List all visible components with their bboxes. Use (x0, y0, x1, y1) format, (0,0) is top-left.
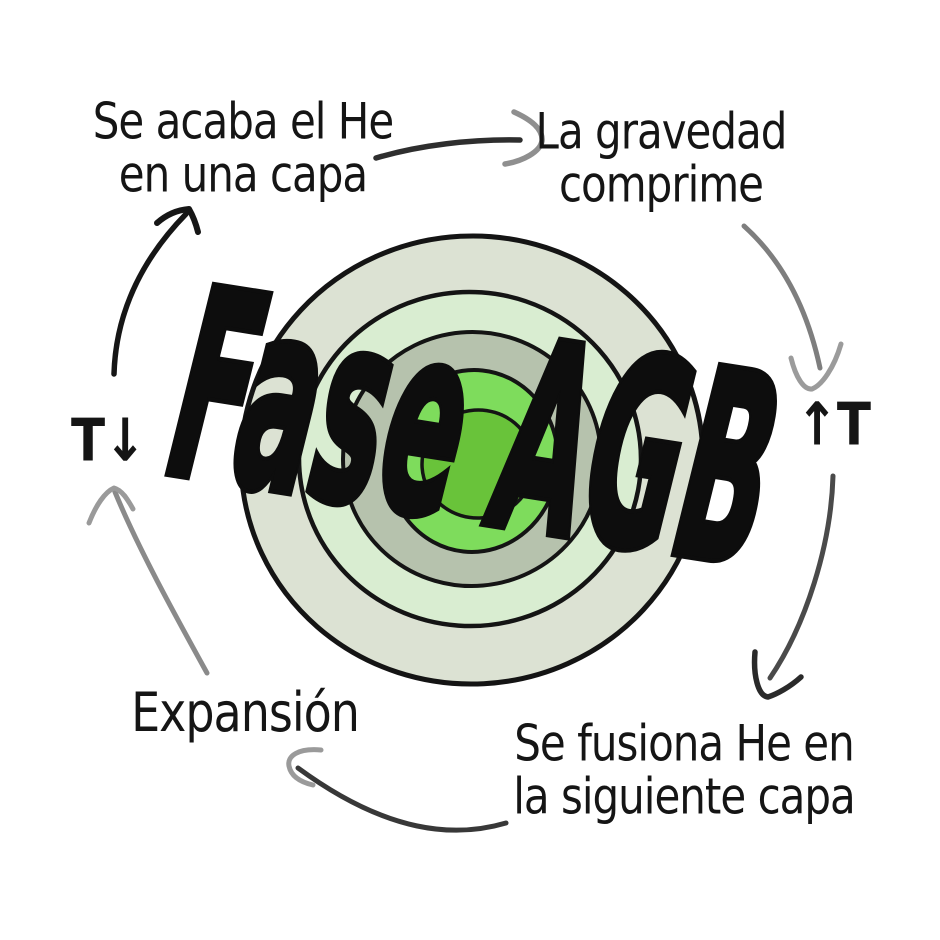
center-title-group: Fase AGB (152, 230, 799, 631)
label-temperature-up: ↑T (795, 390, 871, 459)
center-title: Fase AGB (155, 233, 795, 628)
arrow-left-lower-head-icon (86, 485, 136, 526)
arrow-right-lower-head-icon (751, 649, 804, 700)
arrow-top-head-icon (502, 109, 545, 167)
label-helium-fuses-line2: la siguiente capa (513, 767, 856, 826)
label-helium-fuses-next-shell: Se fusiona He en la siguiente capa (513, 714, 856, 826)
arrow-right-upper-head-icon (788, 341, 844, 392)
arrow-bottom-head-icon (286, 747, 324, 788)
label-expansion: Expansión (131, 680, 360, 745)
label-expansion-text: Expansión (131, 680, 360, 745)
star-cross-section (238, 233, 706, 687)
cycle-arrows (86, 109, 844, 833)
label-gravity-compresses-line1: La gravedad (535, 102, 788, 161)
label-gravity-compresses: La gravedad comprime (535, 102, 788, 214)
arrow-right-lower (751, 473, 836, 700)
arrow-left-upper-head-icon (154, 206, 201, 235)
arrow-left-upper (111, 206, 201, 377)
arrow-bottom (286, 747, 509, 833)
arrow-top (373, 109, 545, 167)
label-helium-runs-out-line2: en una capa (118, 145, 368, 204)
label-temperature-up-text: ↑T (795, 390, 871, 459)
arrow-right-upper (741, 223, 844, 392)
star-core (420, 408, 536, 520)
label-helium-runs-out: Se acaba el He en una capa (92, 92, 394, 204)
label-gravity-compresses-line2: comprime (558, 155, 764, 214)
label-helium-runs-out-line1: Se acaba el He (92, 92, 394, 151)
label-helium-fuses-line1: Se fusiona He en (514, 714, 854, 773)
arrow-left-lower (86, 485, 210, 676)
label-temperature-down: T↓ (70, 406, 146, 475)
label-temperature-down-text: T↓ (70, 406, 146, 475)
